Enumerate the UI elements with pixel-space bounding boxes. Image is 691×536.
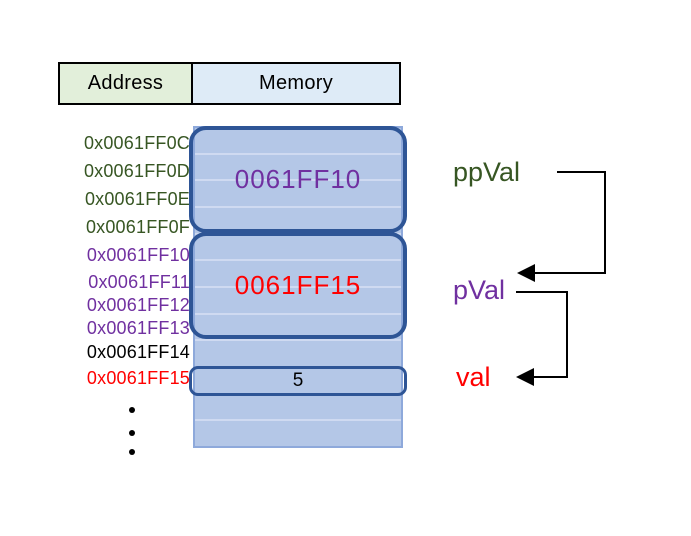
memory-byte-row: [195, 155, 401, 182]
address-label: 0x0061FF0D: [83, 161, 190, 181]
address-label: 0x0061FF0F: [85, 217, 190, 237]
ellipsis-dot: [129, 407, 135, 413]
memory-byte-row: [195, 315, 401, 342]
pval-label: pVal: [453, 275, 506, 305]
address-label: 0x0061FF10: [86, 245, 190, 265]
memory-byte-row: [195, 235, 401, 262]
address-label: 0x0061FF12: [86, 295, 190, 315]
val-cell-value: 5: [292, 370, 304, 391]
ppval-block-value: 0061FF10: [234, 164, 362, 194]
memory-byte-row: [195, 181, 401, 209]
memory-byte-row: [195, 341, 401, 369]
val-label: val: [456, 362, 491, 392]
table-header: Address Memory: [58, 62, 401, 105]
ppval-label: ppVal: [453, 157, 521, 187]
ppval-to-pval-arrow: [517, 171, 606, 282]
memory-byte-row: [195, 421, 401, 446]
address-label: 0x0061FF14: [86, 342, 190, 362]
ellipsis-dot: [129, 430, 135, 436]
ellipsis-dot: [129, 449, 135, 455]
memory-column-header: Memory: [191, 62, 401, 105]
memory-byte-row: [195, 288, 401, 315]
pval-to-val-arrow: [516, 291, 568, 386]
memory-byte-row: [195, 128, 401, 155]
address-column-header: Address: [58, 62, 193, 105]
address-label: 0x0061FF0E: [84, 189, 190, 209]
pval-block-value: 0061FF15: [234, 270, 362, 300]
arrowhead-left-icon: [517, 264, 535, 282]
address-label: 0x0061FF13: [86, 318, 190, 338]
memory-byte-row: [195, 395, 401, 422]
val-memory-cell: 5: [189, 366, 407, 396]
pval-memory-block: 0061FF15: [189, 232, 407, 339]
arrowhead-left-icon: [516, 368, 534, 386]
memory-byte-row: [195, 261, 401, 289]
address-label: 0x0061FF15: [86, 368, 190, 388]
address-label: 0x0061FF11: [88, 272, 190, 292]
ppval-memory-block: 0061FF10: [189, 126, 407, 233]
address-label: 0x0061FF0C: [83, 133, 190, 153]
